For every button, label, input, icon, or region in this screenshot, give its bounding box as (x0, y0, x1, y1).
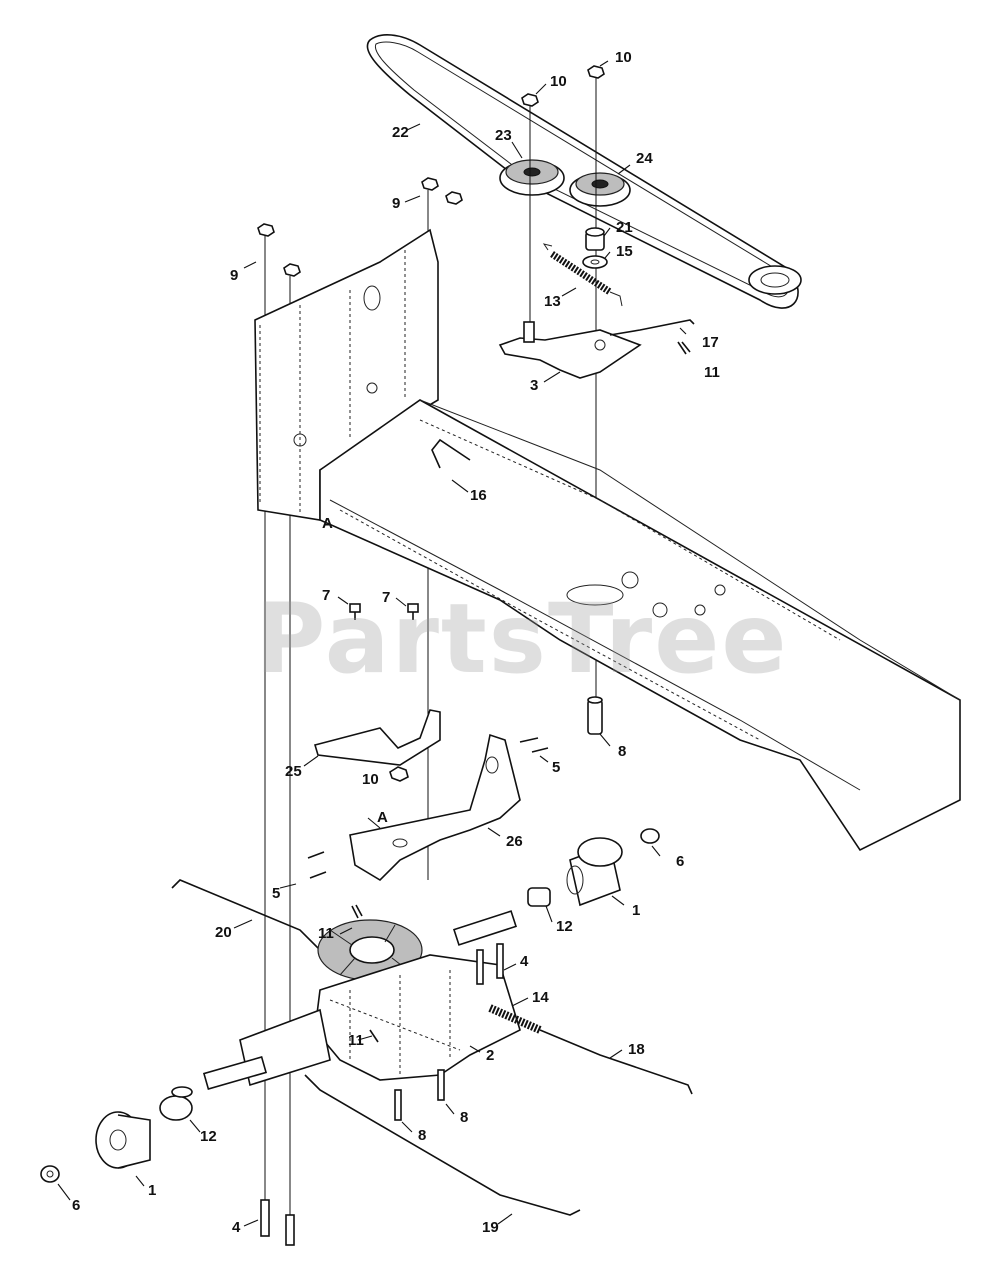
idler-rod-17[interactable] (609, 319, 695, 336)
callout-5-left: 5 (272, 885, 280, 902)
control-rod-20[interactable] (171, 879, 331, 961)
callout-8-lower-left: 8 (418, 1127, 426, 1144)
hairpin-16[interactable] (431, 438, 471, 469)
transaxle-2[interactable] (202, 910, 521, 1090)
callout-20: 20 (215, 924, 232, 941)
bushing-12-left[interactable] (159, 1086, 193, 1121)
callout-4-left: 4 (232, 1219, 241, 1236)
bolt-5[interactable] (307, 737, 549, 879)
callout-9-left: 9 (230, 267, 238, 284)
callout-16: 16 (470, 487, 487, 504)
bolt-4[interactable] (260, 943, 504, 1246)
idler-bracket-3[interactable] (498, 321, 642, 379)
leader-lines (57, 60, 687, 1227)
callout-11-top: 11 (704, 364, 720, 381)
idler-pulley-23[interactable] (499, 159, 565, 196)
callout-8-frame: 8 (618, 743, 626, 760)
callout-23: 23 (495, 127, 512, 144)
bolt-8[interactable] (394, 1069, 445, 1121)
callout-6-right: 6 (676, 853, 684, 870)
transmission-bracket-26[interactable] (349, 733, 521, 882)
callout-4-right: 4 (520, 953, 529, 970)
callout-7-left: 7 (322, 587, 330, 604)
spring-14[interactable] (488, 1004, 542, 1034)
control-rod-18[interactable] (539, 1029, 693, 1095)
callout-5-right: 5 (552, 759, 560, 776)
flange-nut-9[interactable] (257, 177, 463, 277)
hub-cap-6-left[interactable] (40, 1165, 60, 1183)
callout-labels: 22 23 24 10 10 21 15 13 17 11 3 16 9 9 A… (72, 49, 720, 1236)
callout-1-right: 1 (632, 902, 640, 919)
callout-12-right: 12 (556, 918, 573, 935)
callout-A-upper: A (322, 515, 333, 532)
callout-25: 25 (285, 763, 302, 780)
cotter-pin-11-b[interactable] (351, 904, 379, 1043)
callout-14: 14 (532, 989, 549, 1006)
idler-pulley-24[interactable] (569, 172, 631, 207)
callout-7-right: 7 (382, 589, 390, 606)
bushing-12-right[interactable] (527, 887, 551, 907)
bolt-7[interactable] (349, 603, 419, 620)
callout-1-left: 1 (148, 1182, 156, 1199)
callout-2: 2 (486, 1047, 494, 1064)
callout-26: 26 (506, 833, 523, 850)
callout-10-top-right: 10 (615, 49, 632, 66)
spring-13[interactable] (542, 243, 623, 307)
callout-3: 3 (530, 377, 538, 394)
callout-6-left: 6 (72, 1197, 80, 1214)
watermark: PartsTree (255, 583, 788, 695)
control-rod-19[interactable] (304, 1074, 581, 1216)
callout-24: 24 (636, 150, 653, 167)
callout-21: 21 (616, 219, 633, 236)
callout-10-top: 10 (550, 73, 567, 90)
callout-A-lower: A (377, 809, 388, 826)
drive-belt[interactable] (366, 34, 802, 309)
callout-11-lower: 11 (348, 1032, 364, 1049)
washer-15[interactable] (582, 255, 608, 269)
spacer-21[interactable] (585, 227, 605, 251)
callout-10-bracket: 10 (362, 771, 379, 788)
wheel-hub-1-right[interactable] (566, 837, 623, 907)
callout-9-top: 9 (392, 195, 400, 212)
cotter-pin-11[interactable] (677, 341, 691, 355)
callout-13: 13 (544, 293, 561, 310)
hex-nut-10[interactable] (389, 65, 605, 782)
callout-8-lower-right: 8 (460, 1109, 468, 1126)
bracket-25[interactable] (313, 709, 441, 766)
callout-22: 22 (392, 124, 409, 141)
callout-19: 19 (482, 1219, 499, 1236)
tractor-frame (254, 228, 961, 852)
wheel-hub-1-left[interactable] (95, 1111, 151, 1169)
hub-cap-6-right[interactable] (640, 828, 660, 844)
callout-18: 18 (628, 1041, 645, 1058)
callout-11-mid: 11 (318, 925, 334, 942)
callout-12-left: 12 (200, 1128, 217, 1145)
callout-17: 17 (702, 334, 719, 351)
pin-8-frame[interactable] (587, 696, 603, 735)
callout-15: 15 (616, 243, 633, 260)
